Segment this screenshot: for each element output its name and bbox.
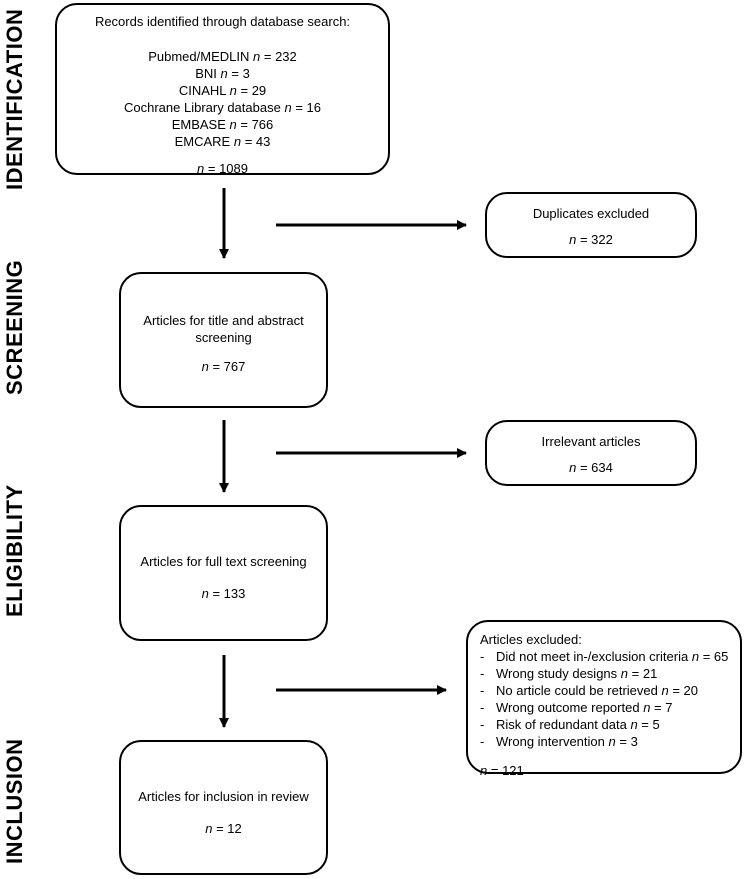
eligibility-title: Articles for full text screening <box>140 554 307 569</box>
identification-box: Records identified through database sear… <box>55 3 390 176</box>
source-line: EMCARE n = 43 <box>174 134 271 149</box>
inclusion-count: n = 12 <box>205 821 242 836</box>
source-line: BNI n = 3 <box>195 66 250 81</box>
irrelevant-count: n = 634 <box>569 460 613 475</box>
identification-total: n = 1089 <box>197 161 248 176</box>
screening-title: Articles for title and abstract screenin… <box>143 313 304 345</box>
duplicates-box: Duplicates excluded n = 322 <box>485 192 697 258</box>
list-item: -Wrong study designs n = 21 <box>480 666 658 681</box>
list-item: -No article could be retrieved n = 20 <box>480 683 699 698</box>
source-line: CINAHL n = 29 <box>178 83 267 98</box>
screening-count: n = 767 <box>201 359 246 374</box>
inclusion-title: Articles for inclusion in review <box>138 789 309 804</box>
list-item: -Did not meet in-/exclusion criteria n =… <box>480 649 729 664</box>
eligibility-count: n = 133 <box>201 586 246 601</box>
exclusion-reasons-list: -Did not meet in-/exclusion criteria n =… <box>480 648 730 750</box>
source-line: EMBASE n = 766 <box>171 117 274 132</box>
excluded-title: Articles excluded: <box>480 632 582 647</box>
source-line: Cochrane Library database n = 16 <box>124 100 321 115</box>
list-item: -Wrong intervention n = 3 <box>480 734 638 749</box>
excluded-box: Articles excluded: -Did not meet in-/exc… <box>466 620 742 778</box>
excluded-total: n = 121 <box>480 763 524 778</box>
duplicates-count: n = 322 <box>569 232 613 247</box>
inclusion-box: Articles for inclusion in review n = 12 <box>119 740 328 875</box>
screening-box: Articles for title and abstract screenin… <box>119 272 328 408</box>
identification-title: Records identified through database sear… <box>94 14 351 29</box>
source-line: Pubmed/MEDLIN n = 232 <box>148 49 297 64</box>
eligibility-box: Articles for full text screening n = 133 <box>119 505 328 641</box>
irrelevant-box: Irrelevant articles n = 634 <box>485 420 697 486</box>
list-item: -Risk of redundant data n = 5 <box>480 717 660 732</box>
list-item: -Wrong outcome reported n = 7 <box>480 700 673 715</box>
irrelevant-title: Irrelevant articles <box>541 434 641 449</box>
duplicates-title: Duplicates excluded <box>532 206 650 221</box>
